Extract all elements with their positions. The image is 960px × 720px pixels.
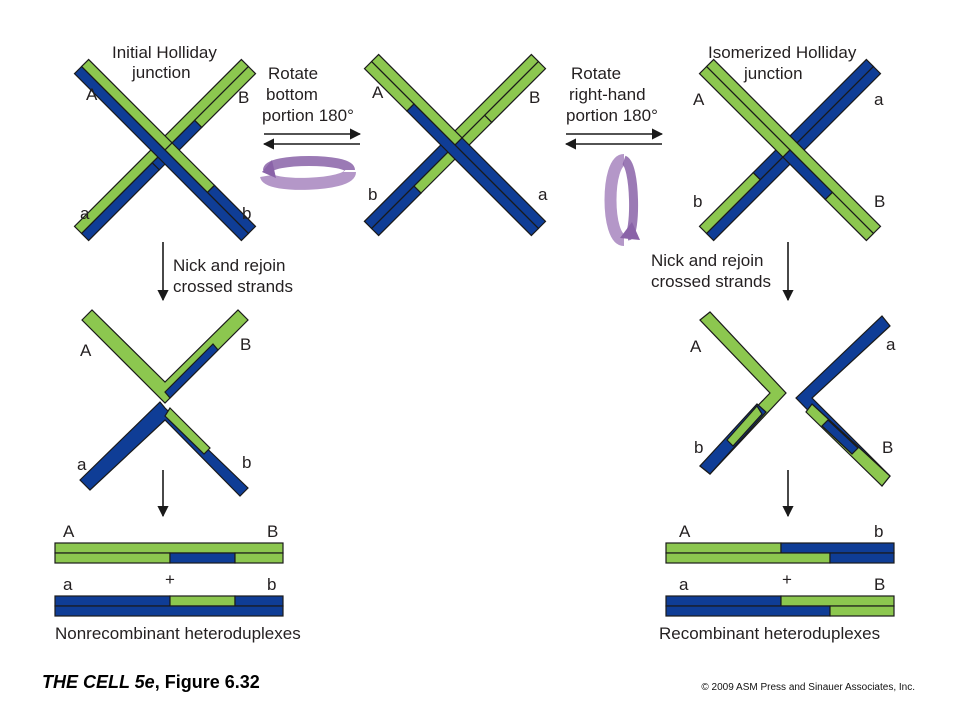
allele-B: B — [240, 335, 251, 354]
allele-b: b — [693, 192, 702, 211]
allele-a: a — [874, 90, 884, 109]
rotate-right-line3: portion 180° — [566, 106, 658, 125]
allele-a: a — [77, 455, 87, 474]
book-title: THE CELL 5e — [42, 672, 155, 692]
allele-B: B — [882, 438, 893, 457]
plus-sign: + — [782, 570, 792, 589]
allele-A: A — [690, 337, 702, 356]
nick-left-line1: Nick and rejoin — [173, 256, 285, 275]
allele-A: A — [693, 90, 705, 109]
nonrecombinant-heteroduplexes: A B a + b Nonrecombinant heteroduplexes — [54, 522, 301, 643]
allele-a: a — [63, 575, 73, 594]
recombinant-caption: Recombinant heteroduplexes — [659, 624, 880, 643]
isomerized-title-line1: Isomerized Holliday — [708, 43, 857, 62]
allele-a: a — [80, 204, 90, 223]
allele-b: b — [694, 438, 703, 457]
allele-a: a — [886, 335, 896, 354]
allele-A: A — [80, 341, 92, 360]
initial-title-line2: junction — [131, 63, 191, 82]
rotate-right-line2: right-hand — [569, 85, 646, 104]
nicked-junction-left: A B a b — [77, 309, 251, 497]
allele-B: B — [874, 575, 885, 594]
rotate-bottom-line3: portion 180° — [262, 106, 354, 125]
allele-A: A — [63, 522, 75, 541]
copyright-notice: © 2009 ASM Press and Sinauer Associates,… — [701, 682, 915, 693]
rotate-bottom-line2: bottom — [266, 85, 318, 104]
figure-credit: THE CELL 5e, Figure 6.32 — [42, 672, 260, 693]
allele-B: B — [874, 192, 885, 211]
allele-b: b — [242, 204, 251, 223]
allele-B: B — [267, 522, 278, 541]
rotate-right-line1: Rotate — [571, 64, 621, 83]
allele-a: a — [679, 575, 689, 594]
allele-B: B — [238, 88, 249, 107]
allele-A: A — [86, 85, 98, 104]
allele-b: b — [368, 185, 377, 204]
allele-B: B — [529, 88, 540, 107]
initial-title-line1: Initial Holliday — [112, 43, 217, 62]
nick-rejoin-right-step: Nick and rejoin crossed strands — [651, 242, 794, 302]
rotate-bottom-step: Rotate bottom portion 180° — [260, 64, 362, 190]
allele-b: b — [267, 575, 276, 594]
horizontal-rotation-icon — [260, 156, 356, 190]
rotate-bottom-line1: Rotate — [268, 64, 318, 83]
initial-holliday-junction: Initial Holliday junction A B a b — [73, 43, 257, 242]
recombinant-heteroduplexes: A b a + B Recombinant heteroduplexes — [659, 522, 895, 643]
nick-right-line1: Nick and rejoin — [651, 251, 763, 270]
rotate-right-step: Rotate right-hand portion 180° — [564, 64, 664, 246]
nicked-junction-right: A a b B — [690, 311, 896, 487]
allele-a: a — [538, 185, 548, 204]
allele-b: b — [242, 453, 251, 472]
isomerized-title-line2: junction — [743, 64, 803, 83]
isomerized-holliday-junction: Isomerized Holliday junction A a b B — [693, 43, 885, 242]
nonrecombinant-caption: Nonrecombinant heteroduplexes — [55, 624, 301, 643]
plus-sign: + — [165, 570, 175, 589]
figure-number: , Figure 6.32 — [154, 672, 260, 692]
nick-right-line2: crossed strands — [651, 272, 771, 291]
allele-A: A — [679, 522, 691, 541]
vertical-rotation-icon — [604, 154, 640, 246]
allele-b: b — [874, 522, 883, 541]
nick-rejoin-left-step: Nick and rejoin crossed strands — [157, 242, 293, 302]
nick-left-line2: crossed strands — [173, 277, 293, 296]
allele-A: A — [372, 83, 384, 102]
rotated-junction: A B b a — [363, 53, 548, 237]
